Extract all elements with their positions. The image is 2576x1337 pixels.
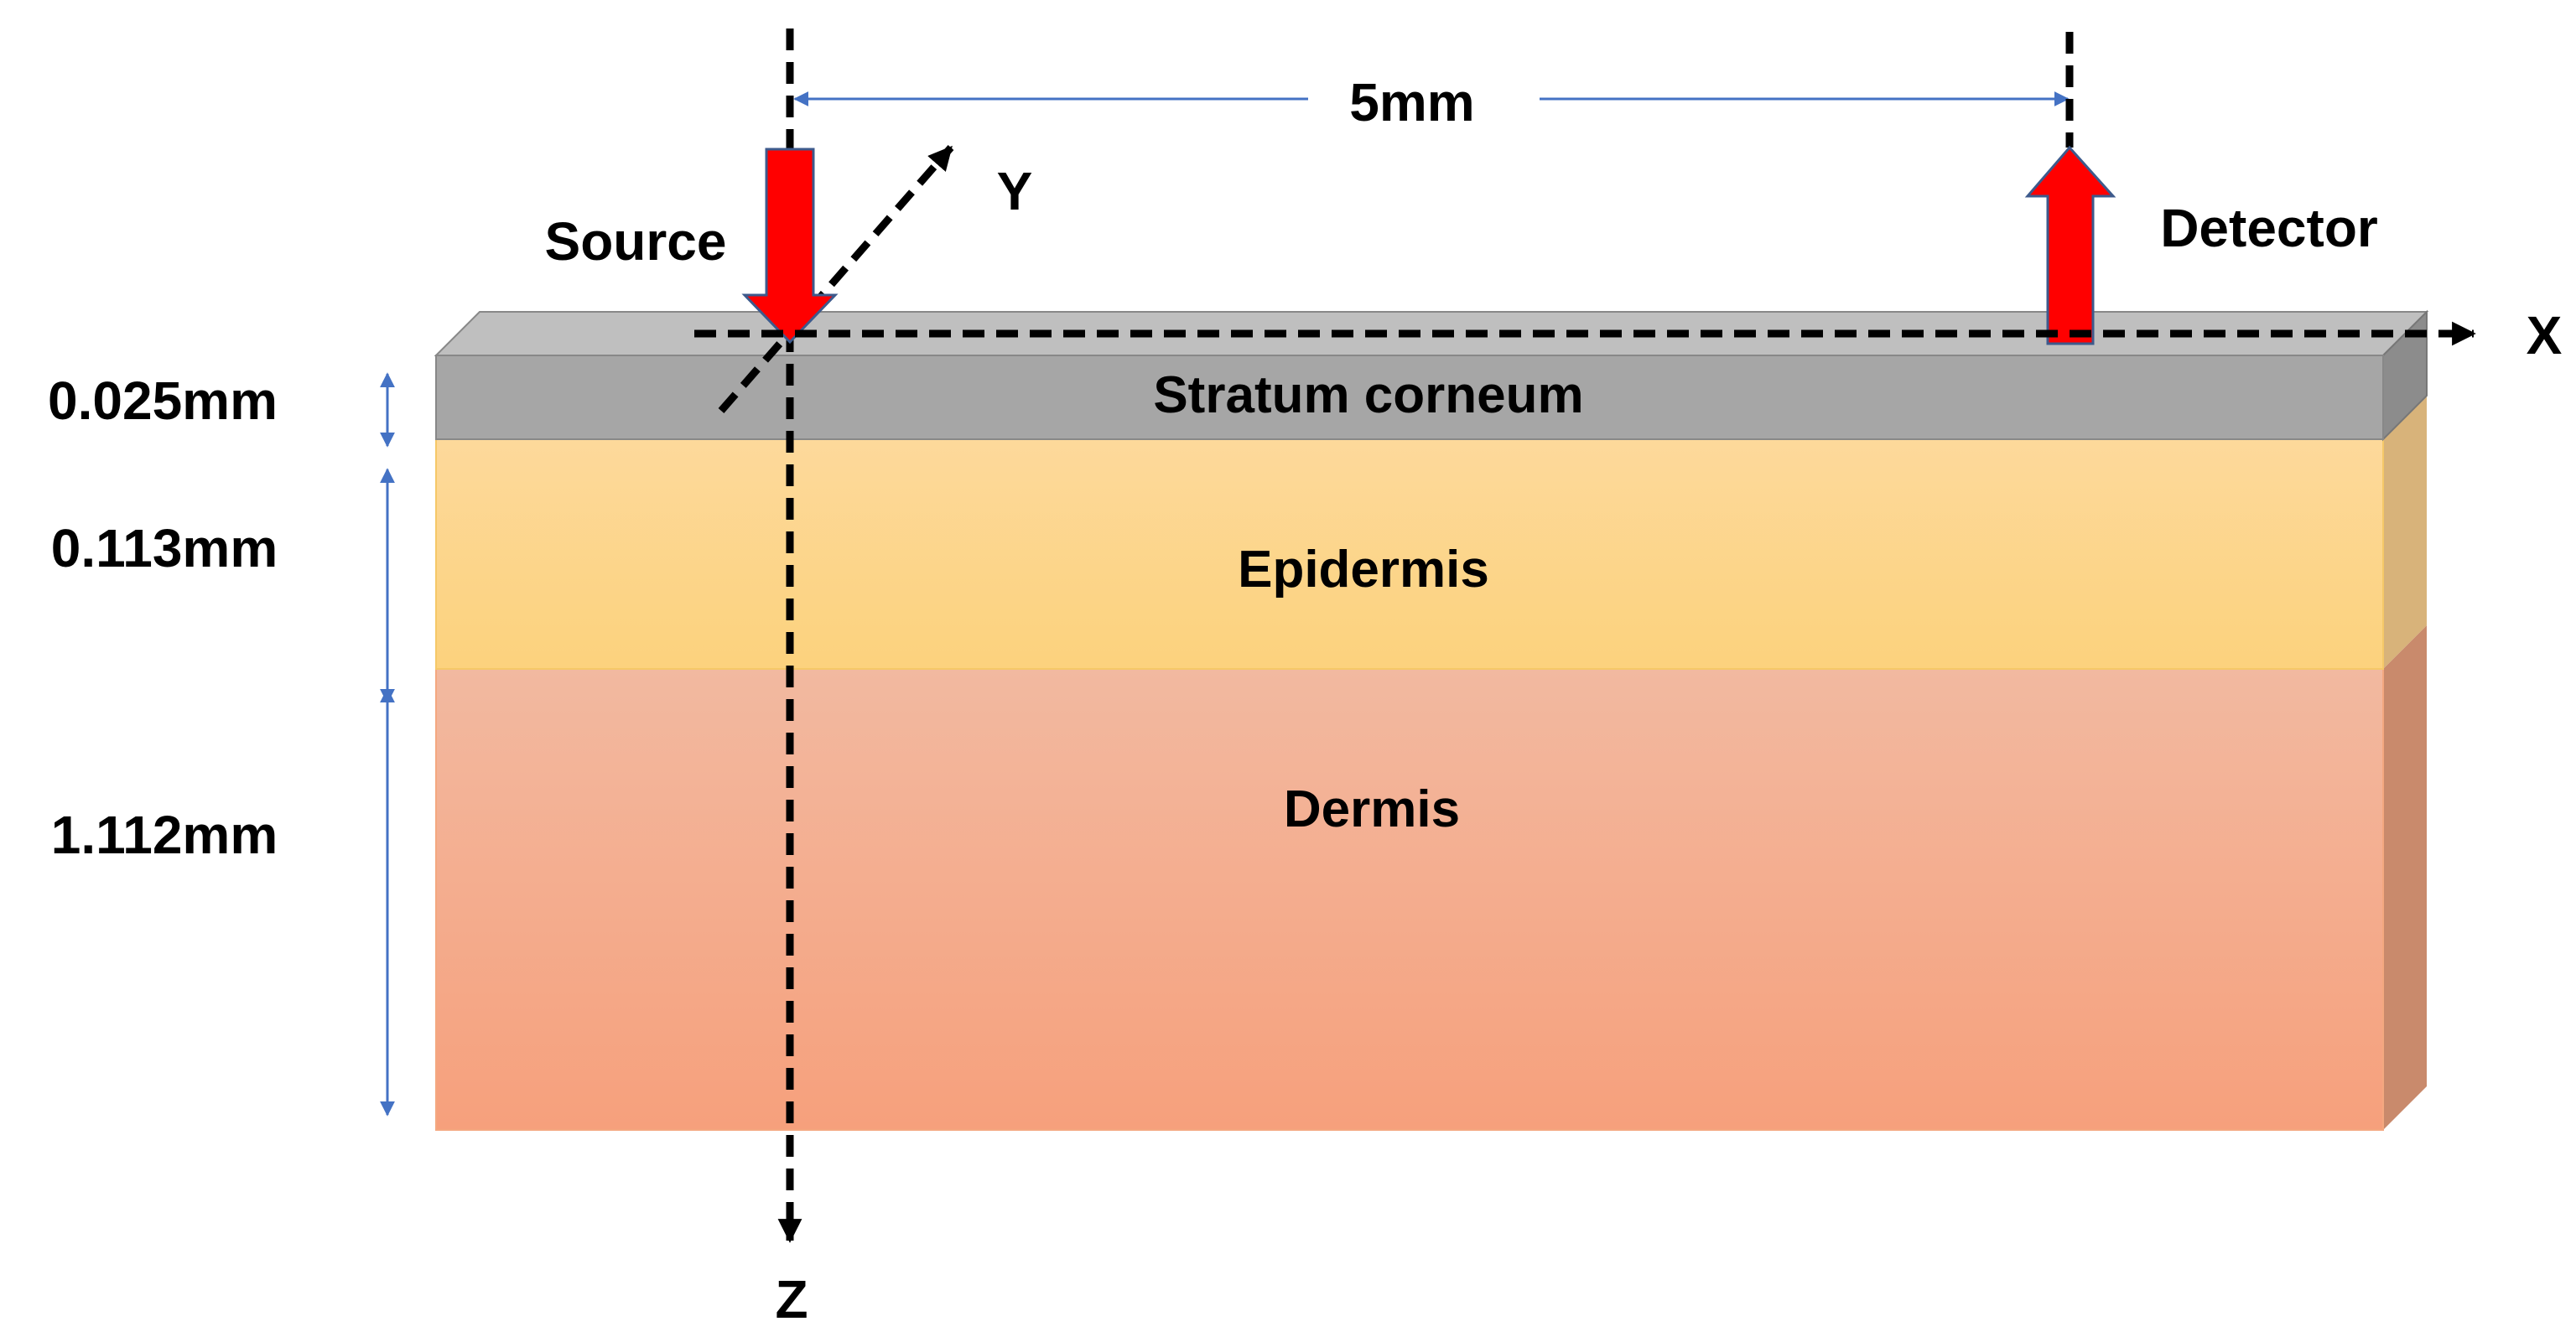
x-axis-group: X <box>694 305 2563 365</box>
distance-label: 5mm <box>1349 72 1474 132</box>
dermis-layer: Dermis <box>435 625 2427 1131</box>
thickness-dimensions: 0.025mm 0.113mm 1.112mm <box>48 371 395 1117</box>
z-axis-label: Z <box>775 1269 808 1329</box>
epidermis-label: Epidermis <box>1238 541 1489 599</box>
y-axis-label: Y <box>997 161 1033 221</box>
dermis-side-face <box>2383 625 2427 1130</box>
stratum-corneum-layer: Stratum corneum <box>434 309 2429 442</box>
detector-arrow-shape <box>2024 145 2116 345</box>
source-arrow-shape <box>741 148 839 345</box>
stratum-front-face <box>435 355 2384 440</box>
source-arrow: Source <box>545 148 839 345</box>
separation-dimension: 5mm <box>793 72 2070 132</box>
thickness-label-epidermis: 0.113mm <box>51 518 278 578</box>
detector-label: Detector <box>2160 198 2378 258</box>
epidermis-side-face <box>2383 396 2427 669</box>
thickness-label-stratum: 0.025mm <box>48 371 278 431</box>
stratum-corneum-label: Stratum corneum <box>1153 366 1583 424</box>
detector-arrow: Detector <box>2024 145 2378 345</box>
epidermis-layer: Epidermis <box>435 396 2427 670</box>
thickness-label-dermis: 1.112mm <box>51 805 278 865</box>
y-axis <box>718 145 954 413</box>
x-axis-label: X <box>2527 305 2563 365</box>
dermis-front-face <box>435 668 2384 1131</box>
dermis-label: Dermis <box>1284 780 1460 838</box>
epidermis-front-face <box>435 438 2384 670</box>
source-label: Source <box>545 211 727 272</box>
